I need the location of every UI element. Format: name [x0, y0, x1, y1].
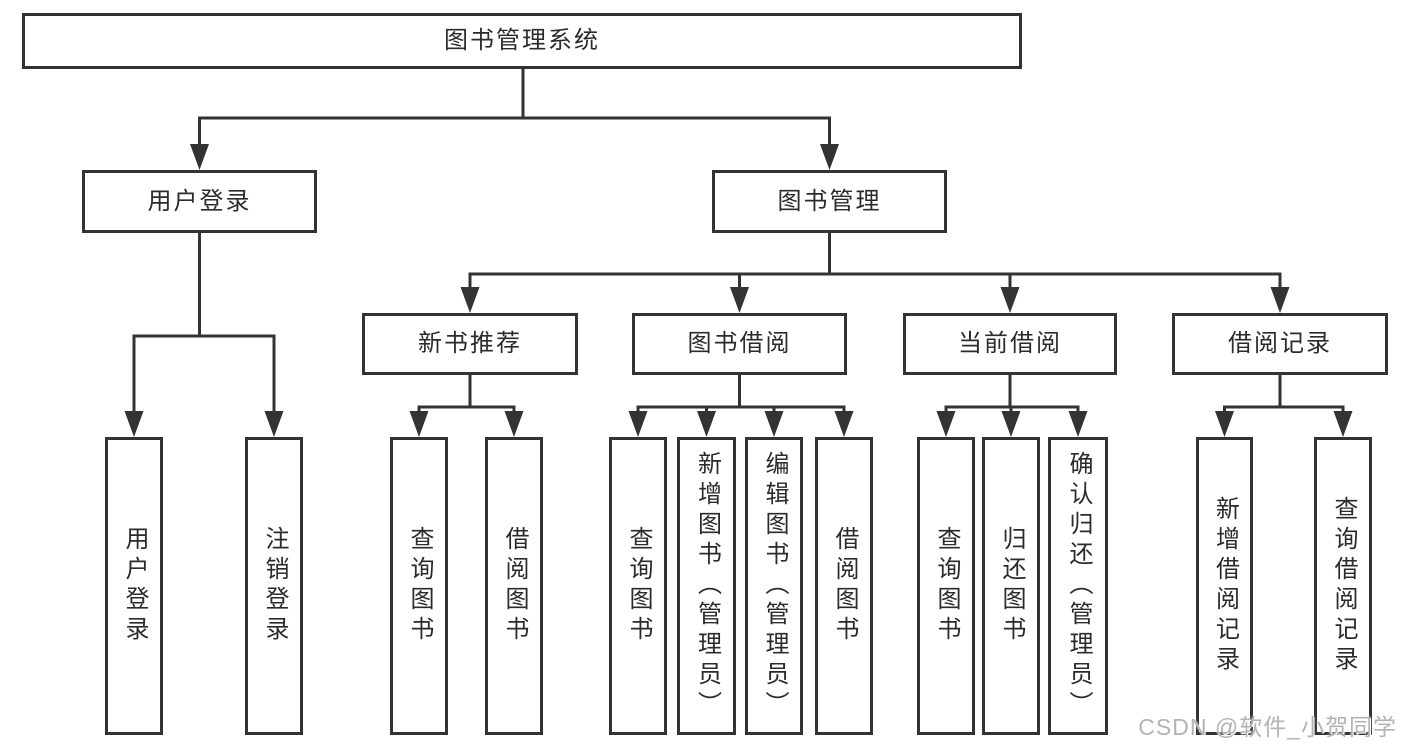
node-leaf-return-books: 归还图书: [982, 437, 1040, 735]
node-book-borrowing: 图书借阅: [632, 313, 847, 375]
node-leaf-add-borrow-record: 新增借阅记录: [1196, 437, 1253, 735]
node-label: 借阅图书: [831, 526, 858, 646]
node-leaf-borrow-books-2: 借阅图书: [815, 437, 873, 735]
node-leaf-logout-login: 注销登录: [245, 437, 303, 735]
node-leaf-query-books-2: 查询图书: [609, 437, 667, 735]
node-label: 图书管理: [777, 187, 882, 215]
node-label: 确认归还（管理员）: [1065, 451, 1092, 721]
node-label: 归还图书: [998, 526, 1025, 646]
tree-connector-lines: [132, 69, 1345, 413]
node-leaf-query-books-3: 查询图书: [917, 437, 975, 735]
node-user-login: 用户登录: [82, 170, 317, 233]
node-label: 新增图书（管理员）: [693, 451, 721, 721]
node-label: 新书推荐: [418, 330, 522, 357]
node-label: 借阅图书: [501, 526, 528, 646]
node-label: 用户登录: [147, 187, 252, 215]
node-label: 查询借阅记录: [1330, 496, 1357, 676]
node-label: 借阅记录: [1228, 330, 1332, 357]
node-leaf-add-book-admin: 新增图书（管理员）: [677, 437, 736, 735]
node-leaf-edit-book-admin: 编辑图书（管理员）: [745, 437, 803, 735]
node-book-management: 图书管理: [712, 170, 947, 233]
node-new-book-recommendation: 新书推荐: [362, 313, 578, 375]
node-leaf-query-borrow-record: 查询借阅记录: [1314, 437, 1372, 735]
node-leaf-user-login: 用户登录: [105, 437, 163, 735]
watermark-text: CSDN @软件_小贺同学: [1138, 714, 1397, 740]
node-label: 编辑图书（管理员）: [761, 451, 788, 721]
node-leaf-confirm-return-admin: 确认归还（管理员）: [1048, 437, 1108, 735]
node-label: 查询图书: [933, 526, 960, 646]
node-label: 注销登录: [261, 526, 288, 646]
node-label: 新增借阅记录: [1211, 496, 1239, 676]
node-borrowing-records: 借阅记录: [1172, 313, 1388, 375]
node-label: 查询图书: [406, 526, 433, 646]
node-current-borrowing: 当前借阅: [903, 313, 1117, 375]
node-label: 用户登录: [121, 526, 148, 646]
node-label: 图书管理系统: [444, 27, 600, 54]
node-library-management-system: 图书管理系统: [22, 13, 1022, 69]
node-label: 查询图书: [625, 526, 652, 646]
node-leaf-borrow-books-1: 借阅图书: [485, 437, 543, 735]
arrowhead-icons: [124, 144, 1353, 437]
node-leaf-query-books-1: 查询图书: [390, 437, 448, 735]
node-label: 图书借阅: [687, 330, 792, 357]
node-label: 当前借阅: [958, 330, 1062, 357]
